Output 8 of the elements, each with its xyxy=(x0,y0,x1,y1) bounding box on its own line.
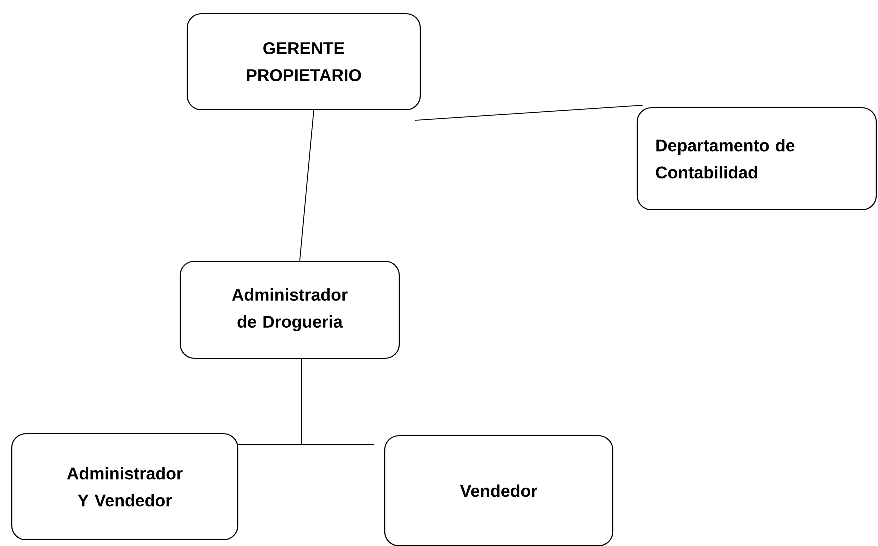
org-box: Administrador Y Vendedor xyxy=(11,433,239,541)
connector-line xyxy=(300,110,314,262)
org-box: Departamento de Contabilidad xyxy=(636,107,878,211)
org-box: Administrador de Drogueria xyxy=(180,260,400,360)
org-box: Vendedor xyxy=(384,435,614,546)
org-box: GERENTE PROPIETARIO xyxy=(186,13,422,111)
connector-line xyxy=(414,105,644,121)
connector-line xyxy=(302,358,375,446)
